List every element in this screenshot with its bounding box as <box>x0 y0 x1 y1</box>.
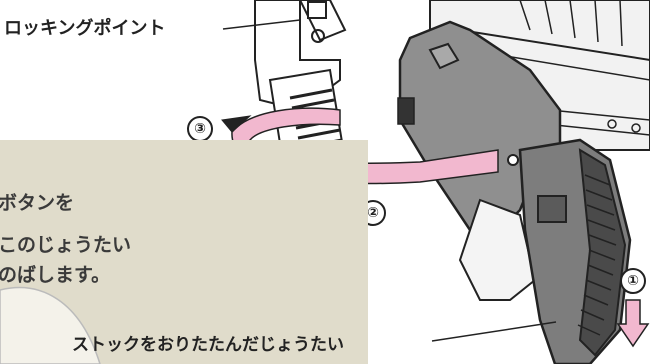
instruction-panel: ボタンを このじょうたい のばします。 <box>0 140 368 364</box>
step-3-marker: ③ <box>187 116 213 142</box>
instruction-line-1: ボタンを <box>0 192 75 214</box>
stock-folded-leader <box>431 321 557 342</box>
folded-stock <box>518 138 632 364</box>
step-1-marker: ① <box>620 268 646 294</box>
locking-point-label: ロッキングポイント <box>4 18 166 39</box>
pistol-grip <box>458 198 537 301</box>
rotate-arrowhead <box>221 115 252 133</box>
instruction-line-3: のばします。 <box>0 264 111 286</box>
stock-folded-label: ストックをおりたたんだじょうたい <box>72 335 344 355</box>
locking-point-leader <box>222 19 301 30</box>
down-arrow <box>616 299 650 348</box>
instruction-line-2: このじょうたい <box>0 234 132 256</box>
